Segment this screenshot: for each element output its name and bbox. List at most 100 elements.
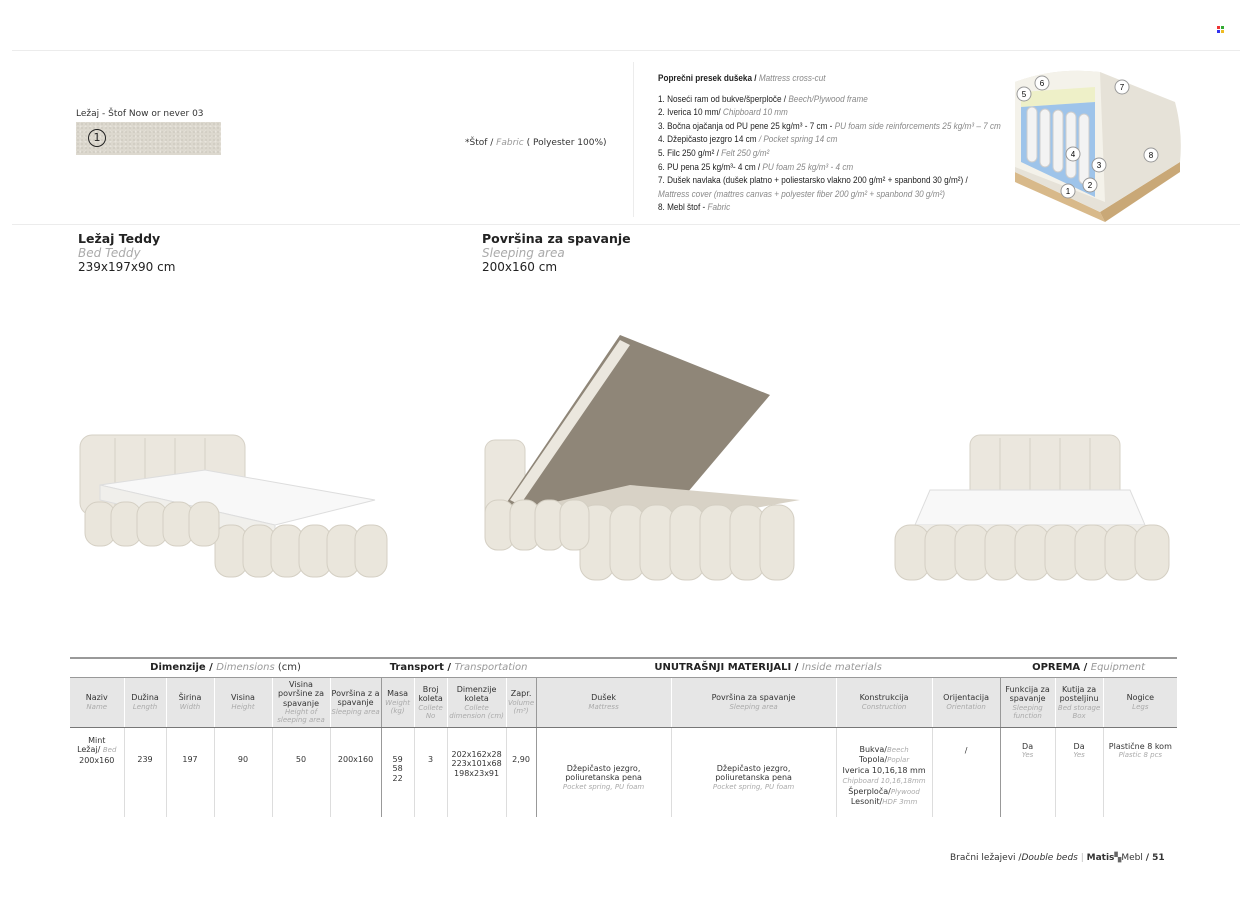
crosscut-item: 3. Bočna ojačanja od PU pene 25 kg/m³ - … [658, 120, 1001, 132]
sleeping-area-title-en: Sleeping area [482, 246, 565, 260]
bed-cushion [298, 524, 332, 578]
crosscut-item: 5. Filc 250 g/m² / Felt 250 g/m² [658, 147, 770, 159]
construction-line: Chipboard 10,16,18mm [842, 777, 926, 785]
cell-orientation: / [931, 727, 1001, 817]
brand-logo-icon [1217, 18, 1224, 33]
svg-text:1: 1 [1066, 187, 1071, 196]
product-info: Ležaj Teddy Bed Teddy 239x197x90 cm [78, 231, 176, 275]
crosscut-item: 8. Mebl štof - Fabric [658, 202, 731, 214]
bed-cushion [354, 524, 388, 578]
column-header: Zapr.Volume (m³) [505, 677, 537, 728]
diagram-label: 3 [1091, 157, 1107, 173]
diagram-label: 2 [1082, 177, 1098, 193]
bed-cushion [924, 524, 960, 581]
sleeping-area-info: Površina za spavanje Sleeping area 200x1… [482, 231, 631, 275]
crosscut-item: 1. Noseći ram od bukve/šperploče / Beech… [658, 93, 868, 105]
divider [12, 224, 1240, 225]
svg-text:8: 8 [1149, 151, 1154, 160]
fabric-label: Ležaj - Štof Now or never 03 [76, 109, 204, 119]
fabric-note-en: Fabric [496, 138, 524, 148]
product-dimensions: 239x197x90 cm [78, 260, 176, 274]
diagram-label: 6 [1034, 75, 1050, 91]
crosscut-item: 7. Dušek navlaka (dušek platno + poliest… [658, 175, 968, 187]
svg-text:2: 2 [1088, 181, 1093, 190]
bed-cushion [609, 504, 645, 581]
construction-line: Šperploča/Plywood [848, 786, 920, 796]
crosscut-item: 4. Džepičasto jezgro 14 cm / Pocket spri… [658, 134, 838, 146]
divider [633, 62, 634, 217]
svg-text:5: 5 [1022, 90, 1027, 99]
bed-image-storage-open [484, 335, 800, 581]
bed-cushion [954, 524, 990, 581]
bed-cushion [270, 524, 304, 578]
bed-cushion [669, 504, 705, 581]
svg-text:7: 7 [1120, 83, 1125, 92]
crosscut-item: 2. Iverica 10 mm/ Chipboard 10 mm [658, 107, 788, 119]
product-name: Ležaj Teddy [78, 231, 161, 246]
swatch-number: 1 [88, 129, 106, 147]
bed-cushion [1074, 524, 1110, 581]
cell-length: 239 [123, 727, 166, 817]
diagram-label: 5 [1016, 86, 1032, 102]
bed-cushion [1104, 524, 1140, 581]
diagram-label: 7 [1114, 79, 1130, 95]
bed-cushion [729, 504, 765, 581]
bed-cushion [639, 504, 675, 581]
bed-cushion [759, 504, 795, 581]
crosscut-item: 6. PU pena 25 kg/m³- 4 cm / PU foam 25 k… [658, 161, 854, 173]
group-header-row: Dimenzije / Dimensions (cm) Transport / … [70, 657, 1178, 678]
bed-image-angled [79, 434, 388, 578]
group-equipment: OPREMA / Equipment [1000, 657, 1178, 678]
svg-text:6: 6 [1040, 79, 1045, 88]
sleeping-area-title: Površina za spavanje [482, 231, 631, 246]
page-footer: Bračni ležajevi /Double beds | Matis▚Meb… [950, 853, 1165, 863]
cell-height: 90 [213, 727, 272, 817]
construction-line: Bukva/Beech [859, 744, 909, 754]
bed-cushion [188, 501, 220, 547]
fabric-swatch[interactable]: 1 [76, 122, 221, 155]
fabric-note-suffix: ( Polyester 100%) [523, 138, 607, 148]
svg-text:3: 3 [1097, 161, 1102, 170]
diagram-label: 8 [1143, 147, 1159, 163]
bed-cushion [214, 524, 248, 578]
bed-cushion [242, 524, 276, 578]
group-dimensions: Dimenzije / Dimensions (cm) [70, 657, 382, 678]
cell-packages: 3 [413, 727, 448, 817]
cell-sleep-height: 50 [271, 727, 330, 817]
bed-cushion [984, 524, 1020, 581]
divider [12, 50, 1240, 51]
cell-sleep-area: 200x160 [329, 727, 382, 817]
mattress-crosscut-list: Poprečni presek dušeka / Mattress cross-… [658, 72, 1001, 215]
bed-cushion [1044, 524, 1080, 581]
bed-cushion [699, 504, 735, 581]
construction-line: Topola/Poplar [858, 755, 910, 764]
product-name-en: Bed Teddy [78, 246, 141, 260]
crosscut-item: Mattress cover (mattres canvas + polyest… [658, 188, 945, 200]
cell-width: 197 [165, 727, 214, 817]
bed-cushion [894, 524, 930, 581]
